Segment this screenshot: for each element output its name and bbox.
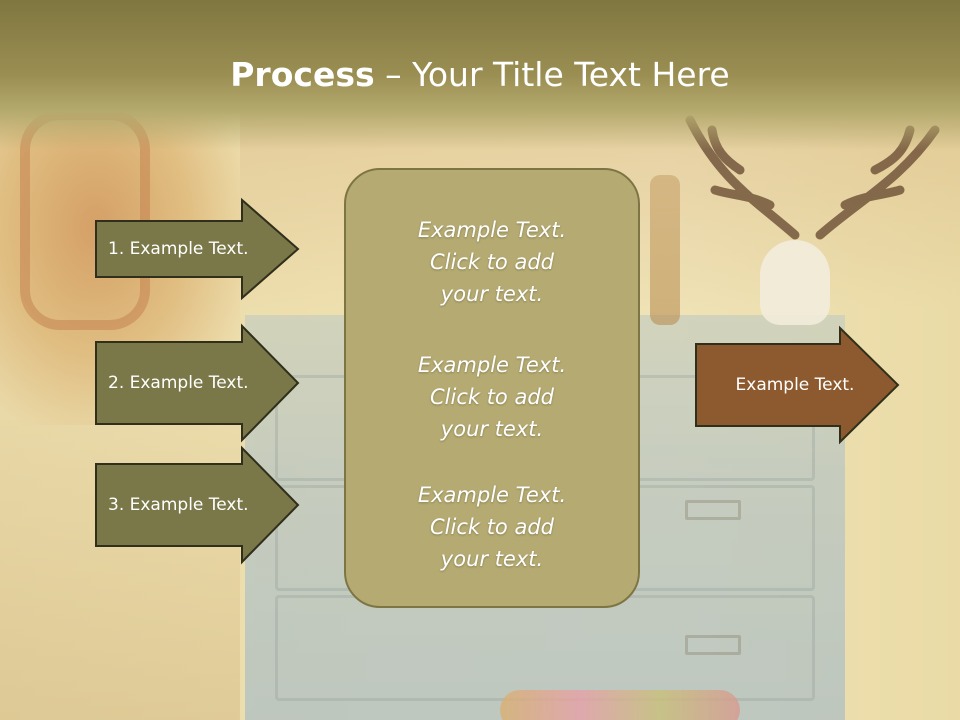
- center-text-line: your text.: [440, 547, 544, 571]
- center-text-block-2[interactable]: Example Text. Click to add your text.: [346, 349, 638, 445]
- result-arrow-label: Example Text.: [735, 375, 855, 395]
- center-text-line: Example Text.: [417, 353, 567, 377]
- process-step-3-label: 3. Example Text.: [108, 495, 249, 515]
- slide-title[interactable]: Process – Your Title Text Here: [0, 52, 960, 98]
- background-drawer-handle: [685, 500, 741, 520]
- process-step-3-arrow[interactable]: 3. Example Text.: [95, 445, 300, 565]
- center-text-block-3[interactable]: Example Text. Click to add your text.: [346, 479, 638, 575]
- center-text-box[interactable]: Example Text. Click to add your text. Ex…: [344, 168, 640, 608]
- background-antler-skull: [760, 240, 830, 325]
- center-text-line: Click to add: [429, 385, 554, 409]
- background-fabric: [500, 690, 740, 720]
- center-text-line: your text.: [440, 282, 544, 306]
- process-step-1-arrow[interactable]: 1. Example Text.: [95, 197, 300, 301]
- background-statue: [650, 175, 680, 325]
- process-step-1-label: 1. Example Text.: [108, 239, 249, 259]
- title-rest: – Your Title Text Here: [374, 55, 730, 94]
- center-text-line: Example Text.: [417, 218, 567, 242]
- process-step-2-arrow[interactable]: 2. Example Text.: [95, 323, 300, 443]
- center-text-line: Click to add: [429, 250, 554, 274]
- title-bold: Process: [230, 55, 375, 94]
- center-text-line: your text.: [440, 417, 544, 441]
- background-drawer-handle: [685, 635, 741, 655]
- result-arrow[interactable]: Example Text.: [695, 325, 900, 445]
- title-bar: Process – Your Title Text Here: [0, 0, 960, 150]
- center-text-block-1[interactable]: Example Text. Click to add your text.: [346, 214, 638, 310]
- center-text-line: Click to add: [429, 515, 554, 539]
- process-step-2-label: 2. Example Text.: [108, 373, 249, 393]
- center-text-line: Example Text.: [417, 483, 567, 507]
